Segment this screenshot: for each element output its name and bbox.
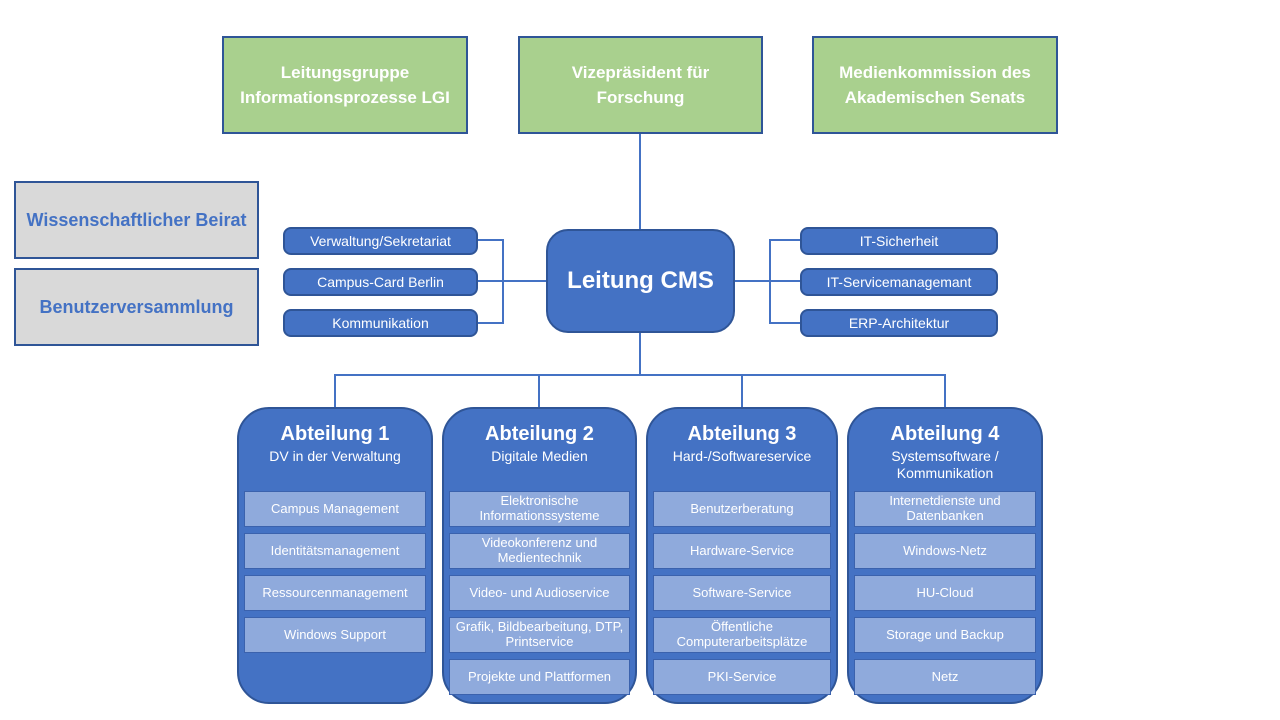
connector-cms-down: [639, 333, 641, 374]
department-1-title: Abteilung 1: [280, 423, 390, 445]
dept-item: Software-Service: [653, 575, 831, 611]
dept-item: Netz: [854, 659, 1036, 695]
connector-drop-dept3: [741, 374, 743, 407]
connector-drop-dept2: [538, 374, 540, 407]
connector-left-stub-top: [478, 239, 504, 241]
dept-item: Elektronische Informationssysteme: [449, 491, 630, 527]
dept-item: Ressourcenmanagement: [244, 575, 426, 611]
connector-drop-dept1: [334, 374, 336, 407]
dept-item: HU-Cloud: [854, 575, 1036, 611]
advisory-box-wissenschaftlicher-beirat: Wissenschaftlicher Beirat: [14, 181, 259, 259]
unit-box-verwaltung-sekretariat: Verwaltung/Sekretariat: [283, 227, 478, 255]
department-column-3: Abteilung 3 Hard-/Softwareservice Benutz…: [646, 407, 838, 704]
dept-item: Windows-Netz: [854, 533, 1036, 569]
board-box-leitungsgruppe: Leitungsgruppe Informationsprozesse LGI: [222, 36, 468, 134]
department-column-2: Abteilung 2 Digitale Medien Elektronisch…: [442, 407, 637, 704]
dept-item: Öffentliche Computerarbeitsplätze: [653, 617, 831, 653]
connector-left-stub-bottom: [478, 322, 504, 324]
dept-item: Storage und Backup: [854, 617, 1036, 653]
unit-box-it-sicherheit: IT-Sicherheit: [800, 227, 998, 255]
connector-left-main: [478, 280, 546, 282]
unit-box-kommunikation: Kommunikation: [283, 309, 478, 337]
dept-item: Benutzerberatung: [653, 491, 831, 527]
connector-vizepraesident-cms: [639, 134, 641, 229]
connector-right-stub-bottom: [769, 322, 800, 324]
board-box-vizepraesident: Vizepräsident für Forschung: [518, 36, 763, 134]
dept-item: Projekte und Plattformen: [449, 659, 630, 695]
department-4-title: Abteilung 4: [890, 423, 1000, 445]
advisory-box-benutzerversammlung: Benutzerversammlung: [14, 268, 259, 346]
dept-item: Identitätsmanagement: [244, 533, 426, 569]
department-4-subtitle: Systemsoftware / Kommunikation: [891, 448, 999, 481]
unit-box-campus-card-berlin: Campus-Card Berlin: [283, 268, 478, 296]
department-column-4: Abteilung 4 Systemsoftware / Kommunikati…: [847, 407, 1043, 704]
department-3-items: Benutzerberatung Hardware-Service Softwa…: [653, 491, 831, 695]
dept-item: Windows Support: [244, 617, 426, 653]
unit-box-it-servicemanagement: IT-Servicemanagemant: [800, 268, 998, 296]
connector-right-main: [735, 280, 800, 282]
department-2-title: Abteilung 2: [485, 423, 594, 445]
dept-item: Campus Management: [244, 491, 426, 527]
dept-item: Video- und Audioservice: [449, 575, 630, 611]
unit-box-erp-architektur: ERP-Architektur: [800, 309, 998, 337]
dept-item: Internetdienste und Datenbanken: [854, 491, 1036, 527]
leitung-cms-box: Leitung CMS: [546, 229, 735, 333]
department-2-items: Elektronische Informationssysteme Videok…: [449, 491, 630, 695]
department-4-items: Internetdienste und Datenbanken Windows-…: [854, 491, 1036, 695]
connector-right-stub-top: [769, 239, 800, 241]
connector-departments-horizontal: [334, 374, 946, 376]
connector-right-vertical: [769, 239, 771, 324]
department-1-items: Campus Management Identitätsmanagement R…: [244, 491, 426, 653]
department-3-title: Abteilung 3: [687, 423, 797, 445]
department-3-subtitle: Hard-/Softwareservice: [672, 448, 812, 464]
board-box-medienkommission: Medienkommission des Akademischen Senats: [812, 36, 1058, 134]
dept-item: Videokonferenz und Medientechnik: [449, 533, 630, 569]
department-2-subtitle: Digitale Medien: [491, 448, 588, 464]
dept-item: Grafik, Bildbearbeitung, DTP, Printservi…: [449, 617, 630, 653]
department-1-subtitle: DV in der Verwaltung: [269, 448, 401, 464]
dept-item: PKI-Service: [653, 659, 831, 695]
connector-drop-dept4: [944, 374, 946, 407]
dept-item: Hardware-Service: [653, 533, 831, 569]
department-column-1: Abteilung 1 DV in der Verwaltung Campus …: [237, 407, 433, 704]
